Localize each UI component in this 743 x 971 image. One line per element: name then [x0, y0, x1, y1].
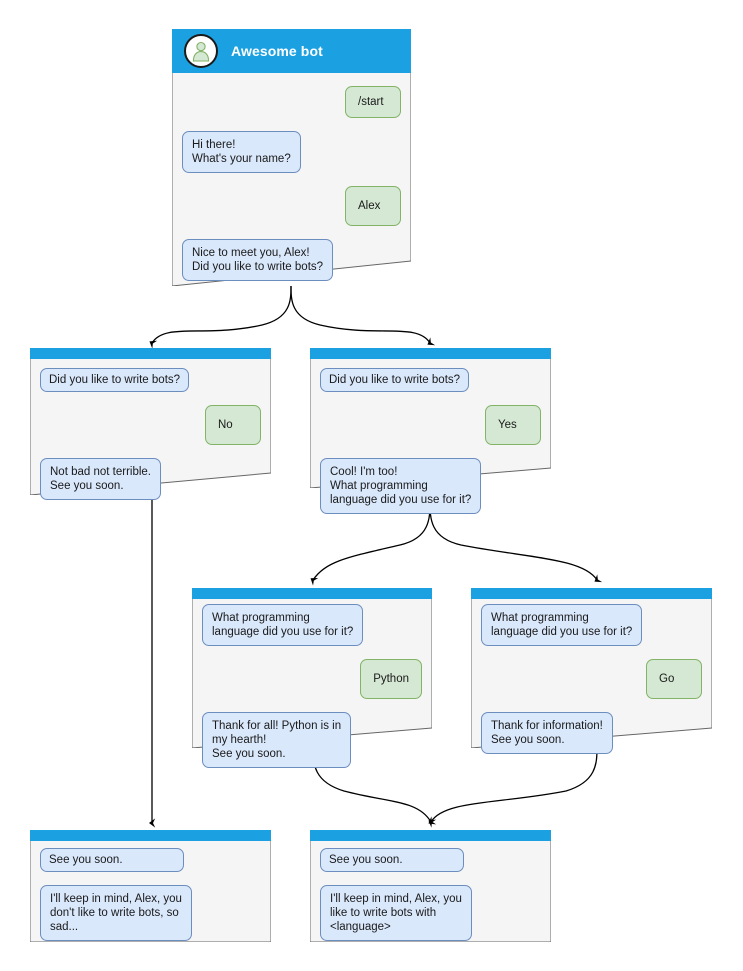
message-row: What programming language did you use fo…: [481, 604, 702, 646]
chat-transcript: /start Hi there! What's your name? Alex …: [172, 73, 411, 295]
message-row: Did you like to write bots?: [40, 368, 261, 392]
message-row: Python: [202, 659, 422, 699]
chat-transcript: What programming language did you use fo…: [471, 599, 712, 768]
chat-transcript: See you soon. I'll keep in mind, Alex, y…: [310, 841, 551, 955]
user-bubble[interactable]: No: [205, 405, 261, 445]
node-start[interactable]: Awesome bot /start Hi there! What's your…: [172, 29, 411, 286]
user-bubble[interactable]: Yes: [485, 405, 541, 445]
bot-bubble[interactable]: Did you like to write bots?: [40, 368, 190, 392]
node-titlebar: [310, 830, 551, 841]
chat-transcript: What programming language did you use fo…: [192, 599, 432, 782]
message-row: No: [40, 405, 261, 445]
bot-name-label: Awesome bot: [231, 43, 323, 59]
bot-bubble[interactable]: Thank for information! See you soon.: [481, 712, 613, 754]
message-row: Thank for information! See you soon.: [481, 712, 702, 754]
node-end-sad[interactable]: See you soon. I'll keep in mind, Alex, y…: [30, 830, 271, 942]
chat-transcript: Did you like to write bots? No Not bad n…: [30, 359, 271, 514]
bot-bubble[interactable]: What programming language did you use fo…: [481, 604, 643, 646]
message-row: Yes: [320, 405, 541, 445]
message-row: I'll keep in mind, Alex, you don't like …: [40, 885, 261, 941]
message-row: Did you like to write bots?: [320, 368, 541, 392]
message-row: See you soon.: [320, 848, 541, 872]
node-titlebar: [310, 348, 551, 359]
user-bubble[interactable]: /start: [345, 86, 401, 118]
bot-bubble[interactable]: I'll keep in mind, Alex, you don't like …: [40, 885, 192, 941]
chat-transcript: Did you like to write bots? Yes Cool! I'…: [310, 359, 551, 528]
bot-bubble[interactable]: What programming language did you use fo…: [202, 604, 364, 646]
message-row: Alex: [182, 186, 401, 226]
node-end-happy[interactable]: See you soon. I'll keep in mind, Alex, y…: [310, 830, 551, 942]
user-bubble[interactable]: Python: [360, 659, 422, 699]
node-lang-python[interactable]: What programming language did you use fo…: [192, 588, 432, 768]
node-titlebar: [192, 588, 432, 599]
bot-bubble[interactable]: Did you like to write bots?: [320, 368, 470, 392]
message-row: Nice to meet you, Alex! Did you like to …: [182, 239, 401, 281]
node-titlebar: Awesome bot: [172, 29, 411, 73]
bot-bubble[interactable]: Nice to meet you, Alex! Did you like to …: [182, 239, 334, 281]
node-titlebar: [30, 830, 271, 841]
user-bubble[interactable]: Alex: [345, 186, 401, 226]
message-row: What programming language did you use fo…: [202, 604, 422, 646]
message-row: Go: [481, 659, 702, 699]
bot-bubble[interactable]: Cool! I'm too! What programming language…: [320, 458, 482, 514]
node-titlebar: [30, 348, 271, 359]
bot-bubble[interactable]: Hi there! What's your name?: [182, 131, 301, 173]
bot-bubble[interactable]: Thank for all! Python is in my hearth! S…: [202, 712, 352, 768]
node-answer-yes[interactable]: Did you like to write bots? Yes Cool! I'…: [310, 348, 551, 514]
chat-transcript: See you soon. I'll keep in mind, Alex, y…: [30, 841, 271, 955]
message-row: Thank for all! Python is in my hearth! S…: [202, 712, 422, 768]
message-row: I'll keep in mind, Alex, you like to wri…: [320, 885, 541, 941]
message-row: Not bad not terrible. See you soon.: [40, 458, 261, 500]
node-answer-no[interactable]: Did you like to write bots? No Not bad n…: [30, 348, 271, 500]
user-bubble[interactable]: Go: [646, 659, 702, 699]
message-row: See you soon.: [40, 848, 261, 872]
message-row: Cool! I'm too! What programming language…: [320, 458, 541, 514]
bot-bubble[interactable]: I'll keep in mind, Alex, you like to wri…: [320, 885, 472, 941]
bot-bubble[interactable]: Not bad not terrible. See you soon.: [40, 458, 162, 500]
node-lang-go[interactable]: What programming language did you use fo…: [471, 588, 712, 754]
person-avatar-icon: [184, 34, 218, 68]
bot-bubble[interactable]: See you soon.: [320, 848, 464, 872]
node-titlebar: [471, 588, 712, 599]
message-row: /start: [182, 86, 401, 118]
message-row: Hi there! What's your name?: [182, 131, 401, 173]
bot-bubble[interactable]: See you soon.: [40, 848, 184, 872]
